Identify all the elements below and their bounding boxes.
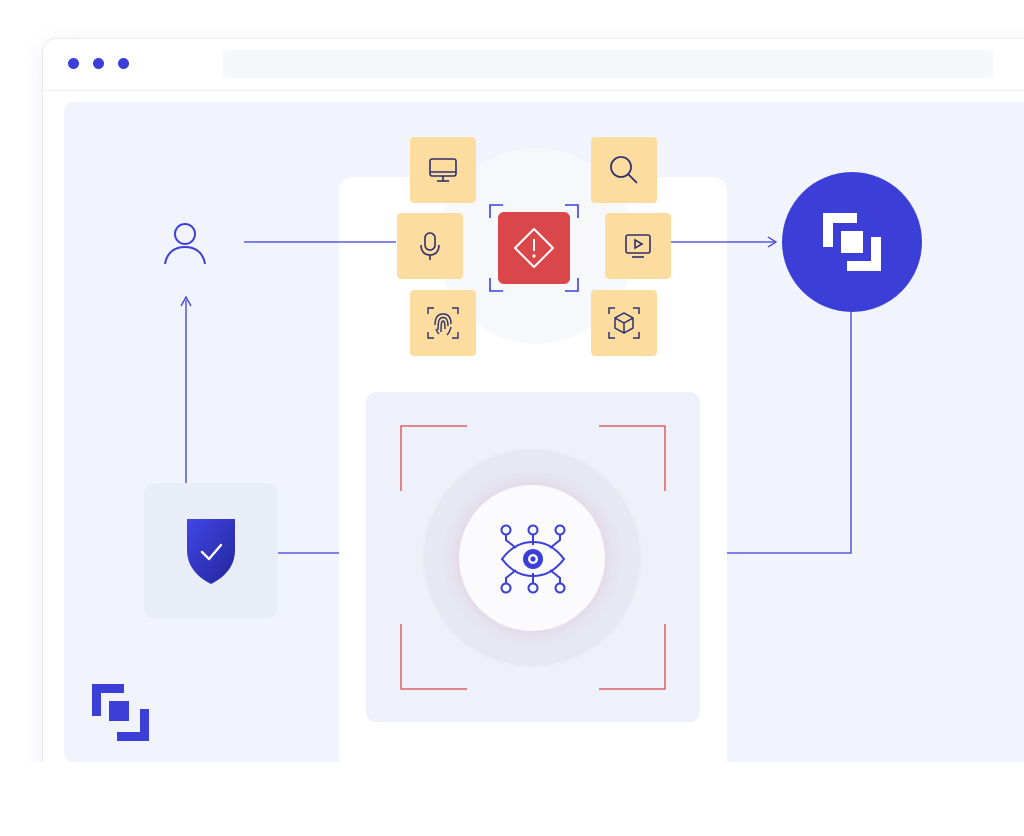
signal-tile-microphone[interactable]	[397, 213, 463, 279]
microphone-icon	[420, 232, 440, 260]
signal-tile-monitor[interactable]	[410, 137, 476, 203]
3d-box-scan-icon	[608, 307, 640, 339]
platform-node[interactable]	[782, 172, 922, 312]
window-control-dot[interactable]	[93, 58, 104, 69]
monitor-icon	[429, 158, 457, 182]
window-bottom-fade	[0, 762, 1024, 836]
brand-logo-icon	[823, 213, 881, 271]
signal-tile-video[interactable]	[605, 213, 671, 279]
video-play-icon	[625, 234, 651, 258]
shield-check-icon	[187, 518, 235, 584]
warning-diamond-icon	[514, 228, 554, 268]
brand-logo-icon[interactable]	[92, 684, 150, 742]
signal-tile-3d-scan[interactable]	[591, 290, 657, 356]
toolbar-divider	[42, 90, 1024, 91]
search-icon	[610, 156, 638, 184]
user-icon[interactable]	[158, 218, 212, 272]
address-bar[interactable]	[223, 50, 993, 78]
ai-eye-network-icon	[500, 524, 566, 594]
window-control-dot[interactable]	[68, 58, 79, 69]
signal-tile-search[interactable]	[591, 137, 657, 203]
verification-card[interactable]	[144, 483, 278, 618]
window-control-dot[interactable]	[118, 58, 129, 69]
signal-tile-fingerprint[interactable]	[410, 290, 476, 356]
risk-alert-tile[interactable]	[498, 212, 570, 284]
fingerprint-icon	[427, 307, 459, 339]
